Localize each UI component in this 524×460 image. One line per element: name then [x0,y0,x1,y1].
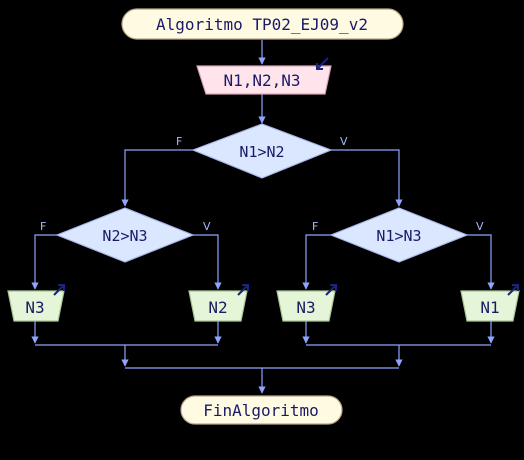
output-2-label: N2 [208,298,227,317]
edge-top-true [331,149,403,207]
output-1-arrow-icon [53,284,65,296]
end-label: FinAlgoritmo [203,401,319,420]
output-3-label: N3 [296,298,315,317]
edge-top-false [121,149,193,207]
input-label: N1,N2,N3 [223,71,300,90]
decision-left-label: N2>N3 [102,227,147,245]
edge-right-false [302,234,331,290]
decision-top-label: N1>N2 [239,143,284,161]
edge-left-false [31,234,57,290]
output-4-label: N1 [480,298,499,317]
decision-top: N1>N2 [191,123,333,179]
output-node-2: N2 [188,284,249,322]
top-false-flag: F [176,135,182,148]
output-1-label: N3 [25,298,44,317]
input-node: N1,N2,N3 [196,57,332,95]
input-arrow-icon [316,57,329,70]
output-2-arrow-icon [237,284,249,296]
output-3-arrow-icon [325,284,337,296]
left-true-flag: V [203,220,211,233]
left-false-flag: F [40,220,46,233]
start-node: Algoritmo TP02_EJ09_v2 [121,8,404,40]
edge-left-true [193,234,222,290]
output-node-3: N3 [276,284,337,322]
output-node-4: N1 [460,284,520,322]
output-node-1: N3 [7,284,65,322]
output-4-arrow-icon [507,284,519,296]
right-true-flag: V [476,220,484,233]
decision-left: N2>N3 [55,207,195,263]
decision-right: N1>N3 [329,207,469,263]
top-true-flag: V [340,135,348,148]
connectors [31,40,495,394]
start-label: Algoritmo TP02_EJ09_v2 [156,15,368,34]
end-node: FinAlgoritmo [180,395,343,425]
right-false-flag: F [312,220,318,233]
decision-right-label: N1>N3 [376,227,421,245]
edge-right-true [467,234,495,290]
